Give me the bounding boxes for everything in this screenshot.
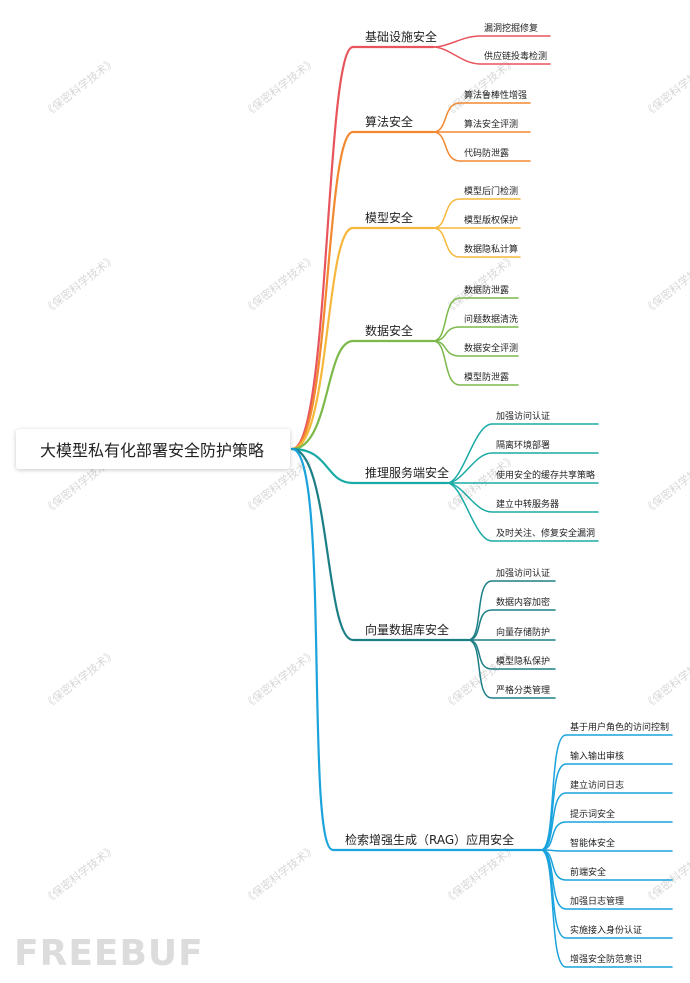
child-label[interactable]: 加强访问认证 bbox=[496, 410, 550, 422]
child-label[interactable]: 加强日志管理 bbox=[570, 895, 624, 907]
child-label[interactable]: 使用安全的缓存共享策略 bbox=[496, 469, 595, 481]
branch-connector bbox=[290, 130, 435, 451]
child-label[interactable]: 漏洞挖掘修复 bbox=[484, 22, 538, 34]
child-label[interactable]: 模型防泄露 bbox=[464, 371, 509, 383]
child-label[interactable]: 实施接入身份认证 bbox=[570, 924, 642, 936]
child-connector bbox=[432, 198, 521, 229]
child-connector bbox=[432, 297, 519, 342]
branch-connector bbox=[290, 447, 449, 485]
child-label[interactable]: 严格分类管理 bbox=[496, 684, 550, 696]
child-connector bbox=[540, 849, 673, 881]
child-connector bbox=[446, 452, 599, 484]
child-connector bbox=[432, 227, 521, 258]
child-connector bbox=[540, 849, 673, 939]
child-label[interactable]: 向量存储防护 bbox=[496, 626, 550, 638]
child-connector bbox=[467, 609, 556, 641]
child-label[interactable]: 问题数据清洗 bbox=[464, 313, 518, 325]
child-label[interactable]: 数据隐私计算 bbox=[464, 243, 518, 255]
child-connector bbox=[432, 326, 519, 342]
child-connector bbox=[432, 35, 551, 48]
child-label[interactable]: 输入输出审核 bbox=[570, 750, 624, 762]
branch-label[interactable]: 检索增强生成（RAG）应用安全 bbox=[345, 832, 514, 847]
child-connector bbox=[432, 102, 531, 133]
child-label[interactable]: 智能体安全 bbox=[570, 837, 615, 849]
child-connector bbox=[540, 734, 673, 851]
child-label[interactable]: 前端安全 bbox=[570, 866, 606, 878]
child-connector bbox=[540, 763, 673, 851]
child-connector bbox=[540, 821, 673, 851]
child-connector bbox=[446, 482, 599, 513]
root-topic[interactable]: 大模型私有化部署安全防护策略 bbox=[16, 429, 290, 469]
branch-label[interactable]: 数据安全 bbox=[365, 323, 413, 338]
child-label[interactable]: 数据安全评测 bbox=[464, 342, 518, 354]
branch-connector bbox=[290, 447, 543, 852]
child-label[interactable]: 供应链投毒检测 bbox=[484, 50, 547, 62]
branch-5: 推理服务端安全 加强访问认证隔离环境部署使用安全的缓存共享策略建立中转服务器及时关… bbox=[290, 410, 599, 542]
child-connector bbox=[446, 423, 599, 484]
child-label[interactable]: 算法安全评测 bbox=[464, 118, 518, 130]
child-connector bbox=[432, 340, 519, 386]
child-label[interactable]: 模型版权保护 bbox=[464, 214, 518, 226]
child-label[interactable]: 模型隐私保护 bbox=[496, 655, 550, 667]
child-connector bbox=[446, 482, 599, 542]
child-label[interactable]: 数据内容加密 bbox=[496, 596, 550, 608]
child-connector bbox=[540, 849, 673, 852]
child-label[interactable]: 加强访问认证 bbox=[496, 567, 550, 579]
child-label[interactable]: 数据防泄露 bbox=[464, 284, 509, 296]
branch-connector bbox=[290, 45, 435, 451]
branch-7: 检索增强生成（RAG）应用安全 基于用户角色的访问控制输入输出审核建立访问日志提示… bbox=[290, 447, 673, 968]
child-label[interactable]: 代码防泄露 bbox=[464, 147, 509, 159]
freebuf-logo: FREEBUF bbox=[14, 933, 204, 974]
branch-label[interactable]: 基础设施安全 bbox=[365, 29, 437, 44]
child-label[interactable]: 模型后门检测 bbox=[464, 185, 518, 197]
child-connector bbox=[540, 792, 673, 851]
child-connector bbox=[432, 131, 531, 162]
child-label[interactable]: 隔离环境部署 bbox=[496, 439, 550, 451]
branch-connector bbox=[290, 339, 435, 451]
child-connector bbox=[432, 46, 551, 65]
branch-label[interactable]: 向量数据库安全 bbox=[365, 622, 449, 637]
child-connector bbox=[467, 639, 556, 699]
child-connector bbox=[467, 580, 556, 641]
root-topic-label: 大模型私有化部署安全防护策略 bbox=[40, 441, 265, 460]
child-label[interactable]: 增强安全防范意识 bbox=[570, 953, 642, 965]
child-label[interactable]: 基于用户角色的访问控制 bbox=[570, 721, 669, 733]
branch-connector bbox=[290, 226, 435, 451]
branch-label[interactable]: 推理服务端安全 bbox=[365, 465, 449, 480]
child-label[interactable]: 建立访问日志 bbox=[570, 779, 624, 791]
branch-label[interactable]: 模型安全 bbox=[365, 210, 413, 225]
branch-connector bbox=[290, 447, 470, 642]
branch-label[interactable]: 算法安全 bbox=[365, 114, 413, 129]
child-label[interactable]: 算法鲁棒性增强 bbox=[464, 89, 527, 101]
child-connector bbox=[540, 849, 673, 968]
child-label[interactable]: 及时关注、修复安全漏洞 bbox=[496, 527, 595, 539]
child-label[interactable]: 提示词安全 bbox=[570, 808, 615, 820]
child-label[interactable]: 建立中转服务器 bbox=[496, 498, 559, 510]
